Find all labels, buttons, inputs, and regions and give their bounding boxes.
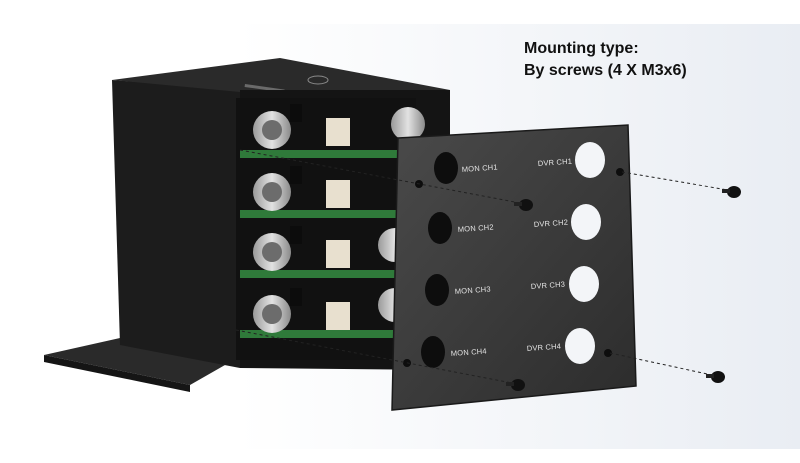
mounting-flange	[44, 338, 225, 385]
enclosure-top	[112, 58, 450, 92]
dvr-ch1-hole	[575, 142, 605, 178]
caption-line-1: Mounting type:	[524, 40, 639, 57]
mon-ch2-label: MON CH2	[458, 223, 495, 234]
mounting-caption: Mounting type: By screws (4 X M3x6)	[524, 38, 687, 82]
dvr-holes	[565, 142, 605, 364]
screw-icon	[722, 186, 741, 198]
dvr-ch3-hole	[569, 266, 599, 302]
dvr-ch2-hole	[571, 204, 601, 240]
mon-ch1-hole	[434, 152, 458, 184]
dvr-ch4-hole	[565, 328, 595, 364]
pcb-row-1	[240, 104, 425, 158]
dvr-ch2-label: DVR CH2	[534, 218, 569, 229]
mon-ch1-label: MON CH1	[462, 163, 499, 174]
dvr-ch4-label: DVR CH4	[527, 342, 562, 353]
screw-icon	[706, 371, 725, 383]
dvr-ch1-label: DVR CH1	[538, 157, 573, 168]
caption-line-2: By screws (4 X M3x6)	[524, 62, 687, 79]
mon-ch2-hole	[428, 212, 452, 244]
screw-icon	[514, 199, 533, 211]
mon-ch3-hole	[425, 274, 449, 306]
enclosure-side	[112, 80, 240, 368]
mon-ch3-label: MON CH3	[455, 285, 492, 296]
dvr-ch3-label: DVR CH3	[531, 280, 566, 291]
assembly-lines	[235, 149, 729, 384]
mon-ch4-label: MON CH4	[451, 347, 488, 358]
pcb-row-2	[240, 166, 410, 218]
mounting-flange-edge	[44, 355, 190, 392]
mon-ch4-hole	[421, 336, 445, 368]
screw-icon	[506, 379, 525, 391]
mon-holes	[421, 152, 458, 368]
